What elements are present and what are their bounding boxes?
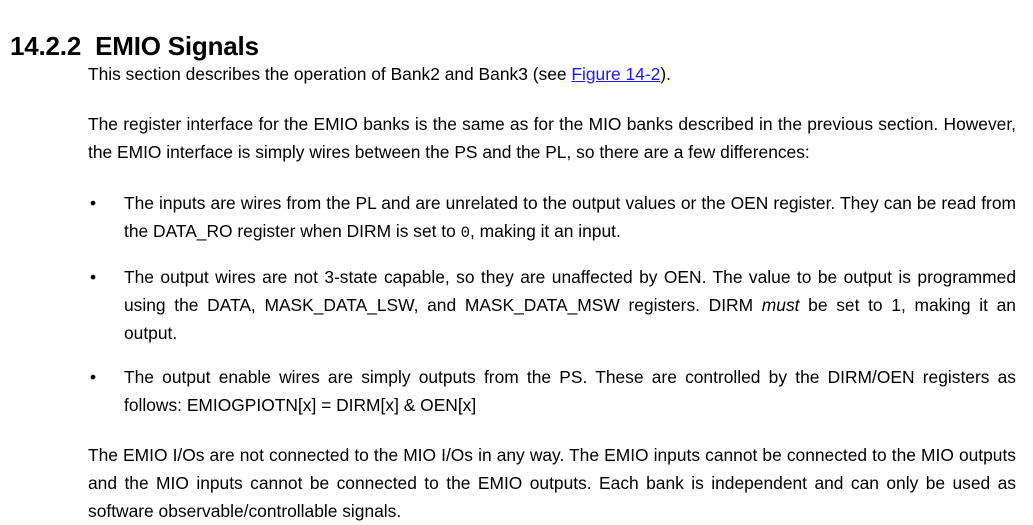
emphasis-must: must [761, 295, 800, 315]
list-item-text: The output enable wires are simply outpu… [124, 363, 1016, 419]
list-item: • The output wires are not 3-state capab… [88, 263, 1016, 347]
intro-paragraph: This section describes the operation of … [88, 60, 1016, 88]
list-item-text: The output wires are not 3-state capable… [124, 263, 1016, 347]
code-value-zero: 0 [460, 224, 471, 242]
list-item: • The inputs are wires from the PL and a… [88, 189, 1016, 247]
text-run: The output wires are not 3-state capable… [124, 267, 1016, 315]
section-heading: 14.2.2 EMIO Signals [10, 29, 259, 63]
bullet-marker-icon: • [90, 193, 97, 213]
lead-paragraph: The register interface for the EMIO bank… [88, 114, 1016, 162]
differences-bullet-list: • The inputs are wires from the PL and a… [88, 189, 1016, 419]
text-run: be set to 1, making it an output. [124, 295, 1016, 343]
section-title: EMIO Signals [95, 30, 259, 61]
list-item: • The output enable wires are simply out… [88, 363, 1016, 419]
section-number: 14.2.2 [10, 30, 82, 61]
intro-text-before-link: This section describes the operation of … [88, 64, 572, 84]
list-item-text: The inputs are wires from the PL and are… [124, 189, 1016, 247]
intro-text-after-link: ). [660, 64, 671, 84]
figure-14-2-link[interactable]: Figure 14-2 [571, 64, 661, 84]
bullet-marker-icon: • [90, 267, 97, 287]
text-run: , making it an input. [470, 221, 621, 241]
text-run: The inputs are wires from the PL and are… [124, 193, 1016, 241]
body-column: This section describes the operation of … [88, 60, 1016, 525]
bullet-marker-icon: • [90, 367, 97, 387]
tail-paragraph: The EMIO I/Os are not connected to the M… [88, 445, 1016, 521]
text-run: The output enable wires are simply outpu… [124, 367, 1016, 415]
